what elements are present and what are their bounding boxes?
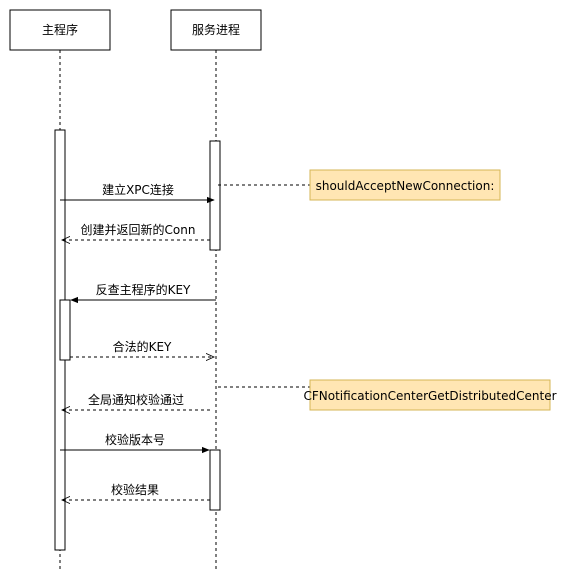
note-should-accept-text: shouldAcceptNewConnection: [316, 179, 495, 193]
message-global-notify-label: 全局通知校验通过 [88, 392, 184, 407]
participant-service: 服务进程 [170, 9, 262, 51]
message-check-result-label: 校验结果 [111, 482, 159, 497]
activation-main-nested [59, 299, 71, 361]
participant-main: 主程序 [9, 9, 111, 51]
message-check-version-label: 校验版本号 [105, 432, 165, 447]
activation-service-2 [209, 449, 221, 511]
message-valid-key-label: 合法的KEY [113, 339, 172, 354]
note-should-accept: shouldAcceptNewConnection: [309, 169, 501, 201]
note-cf-center-text: CFNotificationCenterGetDistributedCenter [303, 389, 556, 403]
message-create-return-label: 创建并返回新的Conn [81, 222, 196, 237]
message-establish-label: 建立XPC连接 [102, 182, 174, 197]
participant-main-label: 主程序 [42, 22, 78, 37]
note-cf-center: CFNotificationCenterGetDistributedCenter [303, 379, 557, 411]
participant-service-label: 服务进程 [192, 22, 240, 37]
message-reverse-check-label: 反查主程序的KEY [96, 282, 191, 297]
activation-service-1 [209, 140, 221, 251]
